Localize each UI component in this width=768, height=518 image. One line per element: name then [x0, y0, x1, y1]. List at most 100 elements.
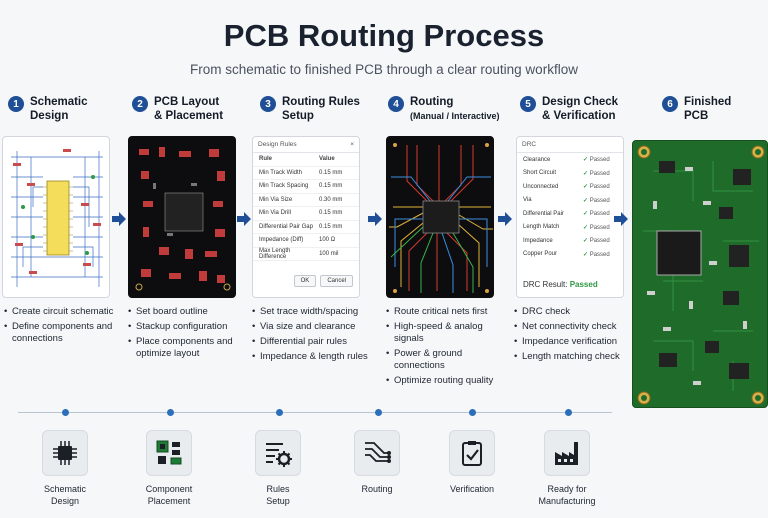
step-title: PCB Layout — [154, 96, 220, 108]
rule-value[interactable]: 100 mil — [319, 250, 339, 257]
list-item: UnconnectedPassed — [517, 180, 623, 194]
ok-button[interactable]: OK — [293, 275, 317, 287]
timeline-label-line2: Setup — [266, 496, 290, 506]
step-1-bullets: Create circuit schematic Define componen… — [4, 306, 122, 348]
list-item: Set board outline — [128, 306, 246, 318]
list-item: Impedance & length rules — [252, 351, 380, 363]
factory-icon — [544, 430, 590, 476]
rules-gear-icon — [255, 430, 301, 476]
routing-board-image — [386, 136, 494, 298]
check-status: Passed — [583, 237, 617, 244]
timeline-label: Verification — [427, 483, 517, 495]
rule-value[interactable]: 0.15 mm — [319, 183, 343, 190]
timeline-label-line1: Ready for — [547, 484, 587, 494]
table-row: Differential Pair Gap 0.15 mm — [253, 221, 359, 234]
cancel-button[interactable]: Cancel — [320, 275, 353, 287]
list-item: Length matching check — [514, 351, 632, 363]
step-title: Design Check — [542, 96, 619, 108]
list-item: Short CircuitPassed — [517, 167, 623, 181]
arrow-right-icon — [237, 212, 251, 226]
arrow-right-icon — [498, 212, 512, 226]
col-value-header: Value — [319, 156, 335, 163]
placement-board-image — [128, 136, 236, 298]
timeline-dot — [167, 409, 174, 416]
step-4-bullets: Route critical nets first High-speed & a… — [386, 306, 506, 390]
rule-name: Impedance (Diff) — [259, 237, 304, 244]
rule-name: Min Track Spacing — [259, 183, 309, 190]
table-row: Min Track Width 0.15 mm — [253, 167, 359, 180]
rule-name: Max Length Difference — [259, 247, 291, 260]
list-item: Length MatchPassed — [517, 221, 623, 235]
list-item: Via Passed — [517, 194, 623, 208]
list-item: Create circuit schematic — [4, 306, 122, 318]
timeline-dot — [276, 409, 283, 416]
rule-value[interactable]: 100 Ω — [319, 237, 336, 244]
check-status: Passed — [583, 224, 617, 231]
timeline-line — [18, 412, 612, 413]
check-status: Passed — [583, 197, 617, 204]
page-subtitle: From schematic to finished PCB through a… — [190, 62, 578, 77]
arrow-right-icon — [368, 212, 382, 226]
step-5-bullets: DRC check Net connectivity check Impedan… — [514, 306, 632, 366]
check-name: Short Circuit — [523, 170, 557, 177]
check-name: Differential Pair — [523, 210, 564, 217]
rule-value[interactable]: 0.15 mm — [319, 169, 343, 176]
list-item: DRC check — [514, 306, 632, 318]
list-item: Power & ground connections — [386, 348, 506, 372]
list-item: High-speed & analog signals — [386, 321, 506, 345]
check-status: Passed — [583, 156, 617, 163]
table-row: Min Via Size 0.30 mm — [253, 194, 359, 207]
step-number: 3 — [260, 96, 276, 112]
dialog-title: DRC — [522, 141, 537, 148]
list-item: Impedance Passed — [517, 234, 623, 248]
check-name: Via — [523, 197, 532, 204]
dialog-title: Design Rules — [258, 141, 297, 148]
rule-value[interactable]: 0.30 mm — [319, 196, 343, 203]
step-2-bullets: Set board outline Stackup configuration … — [128, 306, 246, 363]
timeline-label-line1: Schematic — [43, 484, 87, 494]
step-number: 4 — [388, 96, 404, 112]
step-subtitle: (Manual / Interactive) — [410, 111, 500, 121]
schematic-image — [2, 136, 110, 298]
chip-icon — [42, 430, 88, 476]
list-item: Impedance verification — [514, 336, 632, 348]
step-number: 1 — [8, 96, 24, 112]
timeline-label-line2: Placement — [147, 496, 191, 506]
list-item: ClearancePassed — [517, 153, 623, 167]
step-title: Schematic — [30, 96, 88, 108]
rule-value[interactable]: 0.15 mm — [319, 210, 343, 217]
step-title-2: & Verification — [542, 110, 616, 122]
timeline-dot — [565, 409, 572, 416]
close-icon[interactable]: × — [350, 141, 354, 148]
step-4-header: 4 Routing (Manual / Interactive) — [388, 95, 500, 135]
rule-name: Differential Pair Gap — [259, 223, 313, 230]
rule-name: Min Track Width — [259, 169, 303, 176]
rule-value[interactable]: 0.15 mm — [319, 223, 343, 230]
list-item: Define components and connections — [4, 321, 122, 345]
drc-result: DRC Result: Passed — [523, 280, 598, 289]
check-name: Copper Pour — [523, 251, 558, 258]
table-row: Max Length Difference 100 mil — [253, 247, 359, 261]
list-item: Differential pair rules — [252, 336, 380, 348]
step-title-2: Setup — [282, 110, 314, 122]
check-status: Passed — [583, 251, 617, 258]
routing-icon — [354, 430, 400, 476]
rule-name: Min Via Size — [259, 196, 293, 203]
list-item: Differential PairPassed — [517, 207, 623, 221]
step-3-bullets: Set trace width/spacing Via size and cle… — [252, 306, 380, 366]
list-item: Via size and clearance — [252, 321, 380, 333]
step-title: Routing — [410, 96, 454, 108]
check-name: Unconnected — [523, 183, 559, 190]
check-name: Impedance — [523, 237, 553, 244]
arrow-right-icon — [112, 212, 126, 226]
drc-dialog: DRC ClearancePassed Short CircuitPassed … — [516, 136, 624, 298]
list-item: Copper Pour Passed — [517, 248, 623, 262]
table-row: Impedance (Diff) 100 Ω — [253, 234, 359, 248]
